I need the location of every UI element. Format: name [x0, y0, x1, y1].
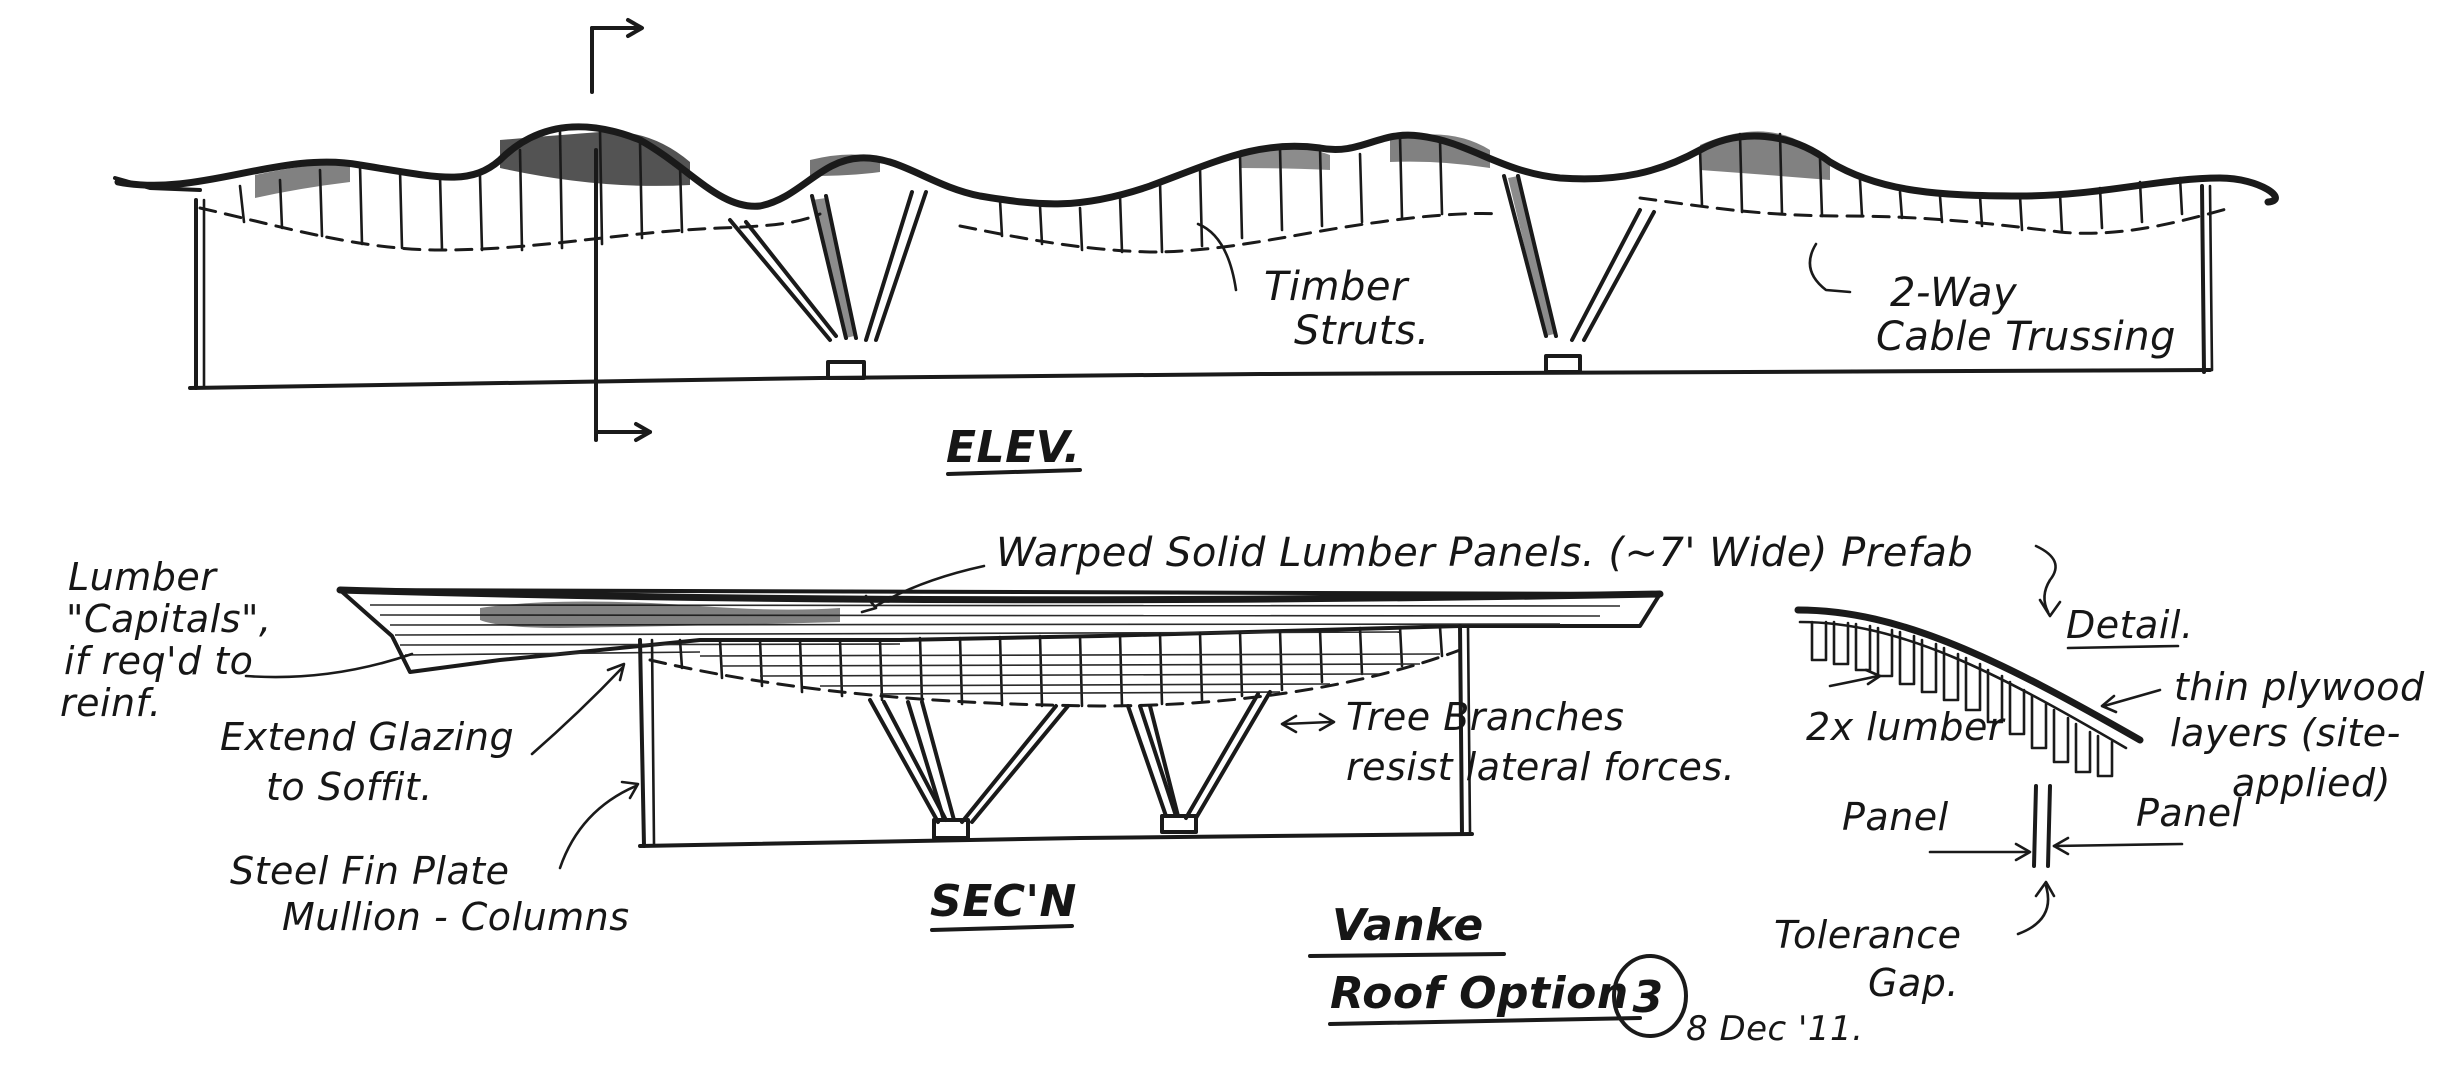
sketch-date: 8 Dec '11.: [1686, 1009, 1863, 1049]
section-tree-branch-1: [868, 698, 1070, 840]
option-number: 3: [1632, 972, 1663, 1023]
glazing-label-1: Extend Glazing: [220, 715, 514, 759]
mullion-label-2: Mullion - Columns: [282, 895, 630, 939]
section-tree-branch-2: [1126, 690, 1272, 834]
timber-struts-leader: [1196, 222, 1238, 292]
prefab-detail-arrow: [2034, 544, 2057, 614]
panel-left-label: Panel: [1842, 795, 1949, 839]
plywood-leader: [2102, 688, 2162, 708]
mullion-label-1: Steel Fin Plate: [230, 849, 510, 893]
capitals-label-4: reinf.: [60, 681, 161, 725]
section-floor-line: [638, 832, 1474, 848]
detail-drawing: Detail. thin plywood layers (site- appli…: [1774, 603, 2425, 1005]
lumber-leader: [1828, 674, 1880, 688]
panel-right-label: Panel: [2136, 791, 2243, 835]
elevation-heading: ELEV.: [946, 422, 1081, 473]
timber-struts-label-2: Struts.: [1294, 308, 1430, 354]
timber-struts-label-1: Timber: [1264, 264, 1410, 310]
section-right-wall: [1458, 624, 1464, 836]
elevation-ground-line: [188, 368, 2212, 390]
section-heading-underline: [930, 924, 1074, 932]
detail-heading: Detail.: [2066, 603, 2194, 647]
project-name-underline: [1308, 952, 1506, 958]
section-drawing: Warped Solid Lumber Panels. (~7' Wide) P…: [60, 530, 2062, 939]
elevation-drawing: Timber Struts. 2-Way Cable Trussing ELEV…: [113, 18, 2279, 476]
section-truss-hatching: [699, 653, 1441, 695]
tree-branches-leader: [1282, 720, 1332, 726]
detail-plywood-curve: [1794, 606, 2144, 744]
cable-truss-lower-chord: [198, 196, 2232, 254]
cable-truss-leader: [1808, 242, 1852, 294]
tree-branches-label-1: Tree Branches: [1346, 695, 1624, 739]
tree-branches-label-2: resist lateral forces.: [1346, 745, 1735, 789]
warped-panels-leader: [874, 564, 986, 608]
tolerance-gap-label-1: Tolerance: [1774, 913, 1961, 957]
capitals-label-3: if req'd to: [64, 639, 253, 683]
elevation-right-wall: [2200, 184, 2206, 374]
detail-lumber-blocks: [1810, 620, 2114, 778]
truss-verticals: [238, 128, 2184, 254]
cable-truss-label-2: Cable Trussing: [1876, 314, 2176, 360]
cable-truss-label-1: 2-Way: [1890, 270, 2018, 316]
roof-option-label: Roof Option: [1330, 968, 1629, 1019]
mullion-leader: [558, 784, 638, 870]
section-cut-marker: [590, 18, 652, 442]
plywood-label-1: thin plywood: [2174, 665, 2425, 709]
roof-option-underline: [1328, 1016, 1642, 1026]
capitals-label-2: "Capitals",: [66, 597, 272, 641]
section-left-wall: [638, 638, 646, 848]
option-number-circle: [1612, 954, 1688, 1038]
plywood-label-2: layers (site-: [2170, 711, 2401, 755]
tree-strut-1: [728, 190, 928, 380]
roof-top-line: [114, 123, 2279, 210]
capitals-label-1: Lumber: [68, 555, 218, 599]
project-name: Vanke: [1332, 900, 1484, 951]
section-heading: SEC'N: [930, 876, 1077, 927]
tolerance-gap-label-2: Gap.: [1868, 961, 1959, 1005]
glazing-leader: [530, 666, 624, 756]
capitals-leader: [244, 652, 414, 679]
detail-panel-joint-left: [2032, 784, 2038, 868]
detail-heading-underline: [2066, 644, 2180, 650]
detail-panel-joint-right: [2046, 784, 2052, 868]
glazing-label-2: to Soffit.: [266, 765, 433, 809]
lumber-label: 2x lumber: [1806, 705, 2006, 749]
section-truss-verticals: [678, 625, 1444, 708]
elevation-heading-underline: [946, 468, 1082, 476]
title-block: Vanke Roof Option 3 8 Dec '11.: [1308, 900, 1863, 1049]
tree-strut-2: [1502, 174, 1656, 374]
warped-panels-label: Warped Solid Lumber Panels. (~7' Wide) P…: [996, 530, 1973, 576]
tolerance-gap-leader: [2016, 884, 2050, 936]
section-truss-lower-chord: [648, 648, 1462, 708]
plywood-label-3: applied): [2232, 761, 2391, 805]
